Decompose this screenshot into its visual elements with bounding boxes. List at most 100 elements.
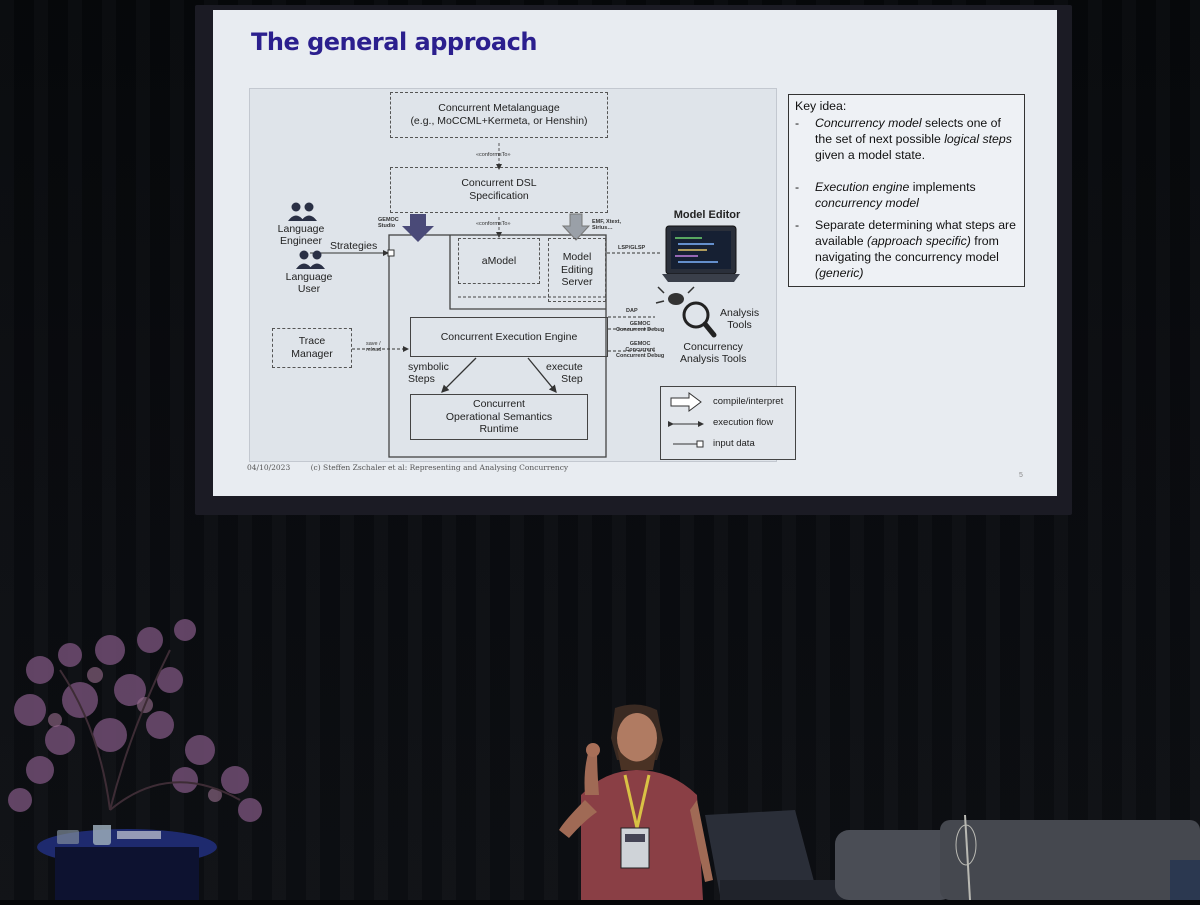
em: concurrency model <box>815 195 919 210</box>
text: given a model state. <box>815 147 926 162</box>
trace-manager-line2: Manager <box>291 348 333 360</box>
slide-footer: 04/10/2023 (c) Steffen Zschaler et al: R… <box>247 463 586 472</box>
speaker <box>545 700 735 900</box>
gemoc-debug-label-2: GEMOC Concurrent Concurrent Debug <box>616 341 664 359</box>
analysis-tools-line1: Analysis <box>720 307 760 319</box>
legend-flow: execution flow <box>713 417 774 428</box>
gemoc-debug-line2: Concurrent Debug <box>616 327 665 334</box>
gemoc-debug-2-line2: Concurrent <box>625 347 655 354</box>
execute-step-line1: execute <box>546 361 583 373</box>
workspace-frame <box>449 235 606 310</box>
slide: The general approach <box>213 10 1057 496</box>
slide-page-number: 5 <box>1019 472 1023 479</box>
analysis-tools-line2: Tools <box>727 319 752 332</box>
save-reload-line2: reload <box>366 347 382 354</box>
gemoc-debug-label: GEMOC Concurrent Debug <box>616 321 664 333</box>
gemoc-debug-2-line3: Concurrent Debug <box>616 353 665 360</box>
emf-compile-arrow <box>561 213 591 241</box>
runtime-line2: Operational Semantics <box>445 410 553 423</box>
gemoc-studio-line2: Studio <box>378 223 396 230</box>
footer-credit: (c) Steffen Zschaler et al: Representing… <box>310 463 569 472</box>
dsl-spec-box: Concurrent DSL Specification <box>390 167 608 213</box>
gemoc-studio-line1: GEMOC <box>378 217 399 223</box>
dsl-spec-line1: Concurrent DSL <box>461 177 537 190</box>
emf-note-line1: EMF, Xtext, <box>592 219 622 225</box>
concurrency-tools-label: Concurrency Analysis Tools <box>680 341 746 365</box>
gemoc-studio-label: GEMOC Studio <box>378 217 399 229</box>
bullet-dash: - <box>795 116 800 130</box>
concurrency-tools-line2: Analysis Tools <box>680 353 747 366</box>
text: selects one of the set of next possible <box>815 116 1001 146</box>
key-idea-item-3-text: Separate determining what steps are avai… <box>795 218 1017 282</box>
execution-platform-frame <box>388 234 607 458</box>
editing-server-line2: Editing <box>560 263 594 276</box>
em: Execution engine <box>815 180 910 194</box>
laptop-icon <box>662 224 740 286</box>
bullet-dash: - <box>795 180 800 194</box>
key-idea-item-2: - Execution engine implements concurrenc… <box>795 180 1017 212</box>
legend-symbols <box>668 392 704 448</box>
runtime-line3: Runtime <box>479 423 519 436</box>
editing-server-line1: Model <box>562 251 592 264</box>
runtime-line1: Concurrent <box>473 398 525 411</box>
metalanguage-line2: (e.g., MoCCML+Kermeta, or Henshin) <box>410 115 588 127</box>
legend-input: input data <box>713 438 755 449</box>
bug-magnifier-icon <box>654 285 724 341</box>
language-user-line1: Language <box>285 271 333 283</box>
execution-engine-label: Concurrent Execution Engine <box>440 330 578 343</box>
language-engineer-icon <box>286 201 320 223</box>
legend-input-port <box>696 440 704 448</box>
key-idea-heading: Key idea: <box>795 99 847 113</box>
text: implements <box>909 180 976 194</box>
legend-compile-arrow <box>670 392 702 412</box>
bullet-dash: - <box>795 218 800 232</box>
conforms-to-label-1: «conformsTo» <box>476 152 511 158</box>
language-engineer-label: Language Engineer <box>270 223 332 247</box>
text: from navigating the concurrency model <box>815 233 999 264</box>
trace-manager-box: Trace Manager <box>272 328 352 368</box>
key-idea-box: Key idea: - Concurrency model selects on… <box>788 94 1025 287</box>
footer-date: 04/10/2023 <box>247 463 291 472</box>
runtime-box: Concurrent Operational Semantics Runtime <box>410 394 588 440</box>
symbolic-steps-label: symbolic Steps <box>408 361 449 385</box>
execute-step-label: execute Step <box>546 361 583 385</box>
key-idea-item-3: - Separate determining what steps are av… <box>795 218 1017 282</box>
emf-note-line2: Sirius… <box>592 225 613 232</box>
legend-compile: compile/interpret <box>713 396 784 407</box>
flower-arrangement <box>0 610 280 900</box>
gemoc-compile-arrow <box>402 214 434 242</box>
metalanguage-box: Concurrent Metalanguage (e.g., MoCCML+Ke… <box>390 92 608 138</box>
dsl-spec-line2: Specification <box>469 190 529 202</box>
key-idea-item-2-text: Execution engine implements concurrency … <box>795 180 1017 212</box>
gemoc-debug-line1: GEMOC <box>629 321 651 327</box>
emf-note: EMF, Xtext, Sirius… <box>592 219 621 231</box>
em: (approach specific) <box>866 233 971 248</box>
editing-server-box: Model Editing Server <box>548 238 606 302</box>
side-table <box>35 817 220 900</box>
language-user-label: Language User <box>278 271 340 295</box>
slide-title: The general approach <box>251 28 537 56</box>
editing-server-line3: Server <box>561 276 593 289</box>
diagram-connectors <box>310 143 660 458</box>
execute-step-line2: Step <box>561 373 583 386</box>
symbolic-steps-line2: Steps <box>408 373 435 386</box>
em: Concurrency model <box>815 116 922 130</box>
strategies-input-port <box>387 249 395 257</box>
execution-engine-box: Concurrent Execution Engine <box>410 317 608 357</box>
key-idea-item-1-text: Concurrency model selects one of the set… <box>795 116 1017 164</box>
dap-label: DAP <box>626 308 638 314</box>
em: logical steps <box>944 131 1012 146</box>
key-idea-item-1: - Concurrency model selects one of the s… <box>795 116 1017 164</box>
strategies-label: Strategies <box>330 240 378 252</box>
model-editor-label: Model Editor <box>673 209 741 221</box>
amodel-label: aModel <box>481 254 517 267</box>
legend: compile/interpret execution flow input d… <box>660 386 796 460</box>
conforms-to-label-2: «conformsTo» <box>476 221 511 227</box>
concurrency-tools-line1: Concurrency <box>683 341 743 353</box>
lsp-label: LSP/GLSP <box>618 245 646 251</box>
execute-step-arrow <box>527 357 557 394</box>
em: (generic) <box>815 265 864 280</box>
symbolic-steps-arrow <box>441 357 477 393</box>
stage-seating <box>700 805 1200 901</box>
analysis-tools-label: Analysis Tools <box>720 307 759 331</box>
